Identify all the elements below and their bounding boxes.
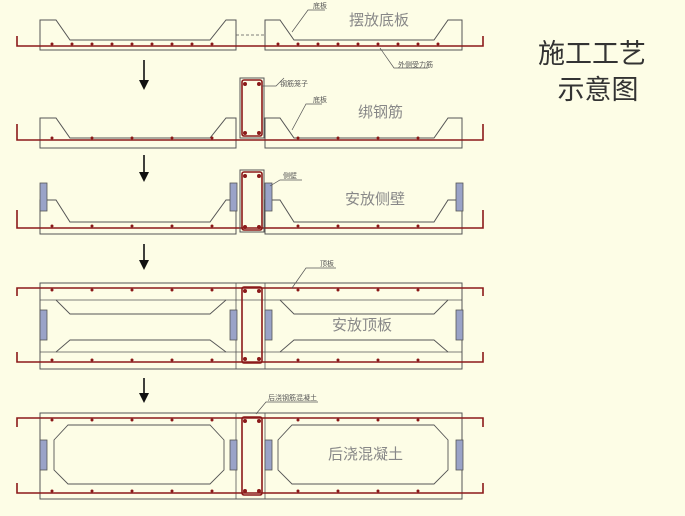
stage-3-callout-side-wall: 侧壁 [283,171,297,180]
step-arrow-2 [139,155,149,182]
stage-2-rebar-binding: 钢筋笼子 底板 绑钢筋 [16,77,484,149]
stage-1-label: 摆放底板 [349,11,409,29]
stage-5-callout-post-cast: 后浇钢筋混凝土 [268,393,317,402]
stage-3-label: 安放侧壁 [345,190,405,208]
stage-4-top-slab-placement: 顶板 安放顶板 [16,259,484,370]
stage-2-callout-bottom-slab: 底板 [313,95,327,104]
stage-5-post-cast-concrete: 后浇钢筋混凝土 后浇混凝土 [16,393,484,500]
diagram-title-line-1: 施工工艺 [538,39,646,70]
step-arrow-4 [139,378,149,403]
stage-2-callout-rebar-cage: 钢筋笼子 [280,79,308,88]
stage-1-bottom-slab: 底板 外侧受力筋 摆放底板 [16,1,484,69]
stage-3-side-wall-placement: 侧壁 安放侧壁 [16,169,484,235]
step-arrow-1 [139,60,149,90]
stage-1-callout-outer-rebar: 外侧受力筋 [398,60,433,69]
stage-5-label: 后浇混凝土 [328,445,403,463]
stage-4-label: 安放顶板 [332,316,392,334]
diagram-title-line-2: 示意图 [558,75,639,106]
stage-2-label: 绑钢筋 [358,103,403,121]
stage-4-callout-top-slab: 顶板 [320,259,334,268]
stage-1-callout-bottom-slab: 底板 [313,1,327,10]
step-arrow-3 [139,244,149,270]
